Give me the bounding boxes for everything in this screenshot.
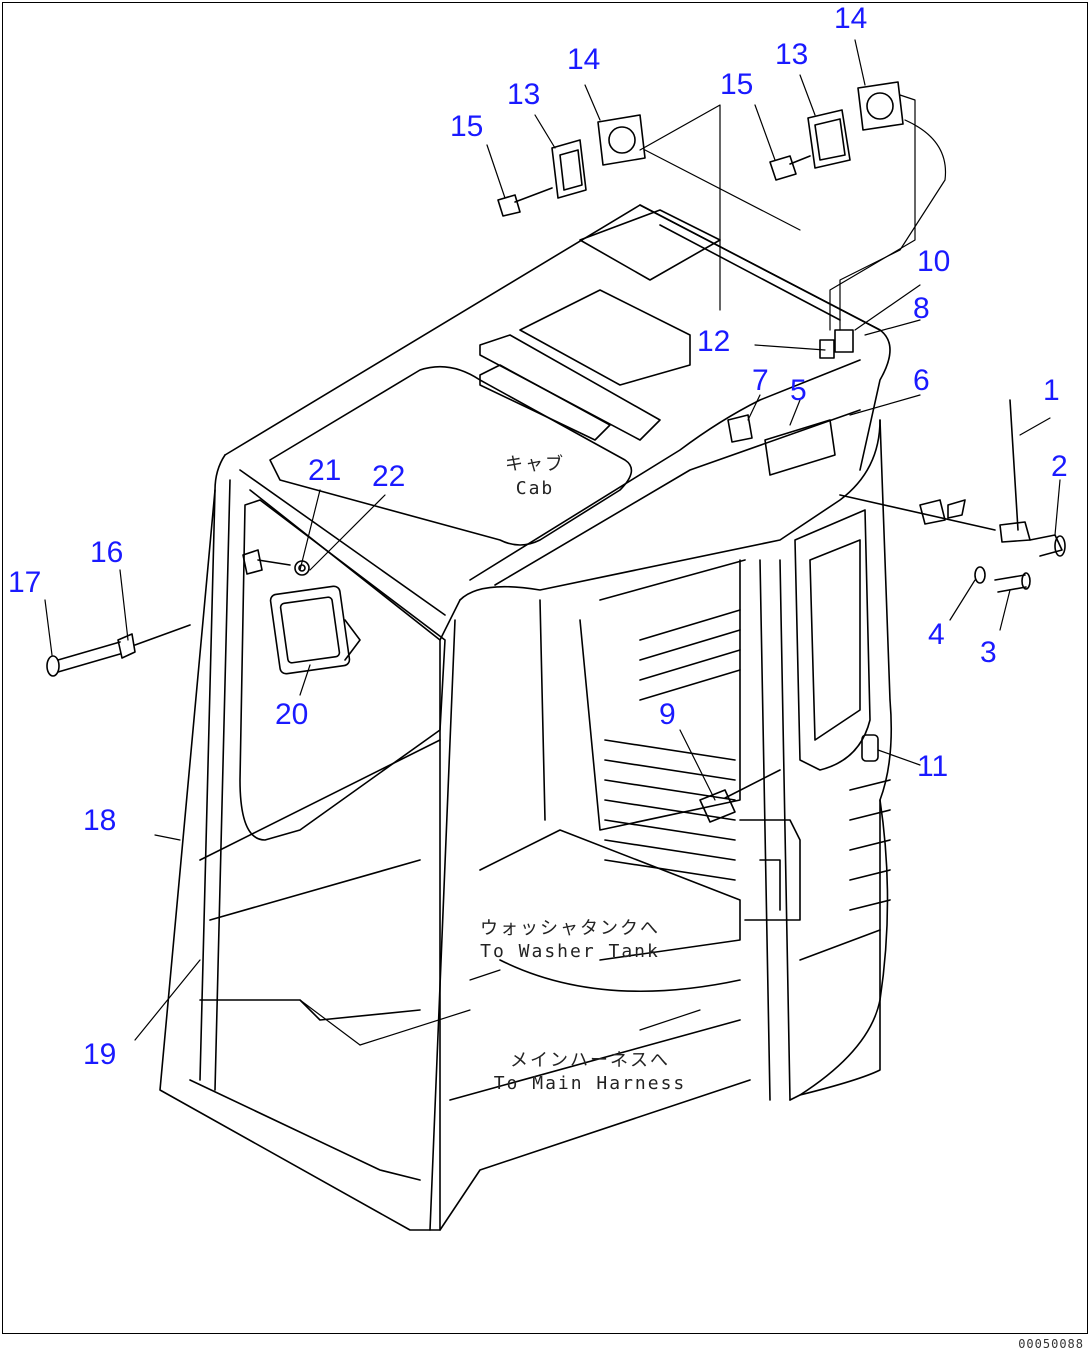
note-cab-jp: キャブ [505,454,565,475]
leader-lines [44,39,1061,1046]
part-work-lamp-20 [269,585,361,675]
callout-16: 16 [90,536,124,569]
callout-8: 8 [913,292,930,325]
part-bolt-3 [994,572,1031,593]
callout-12: 12 [697,325,731,358]
part-bracket [839,494,996,531]
callout-1: 1 [1043,374,1060,407]
callout-14-right: 14 [834,2,868,35]
callout-21: 21 [308,454,342,487]
part-clip-16 [117,624,191,659]
cab-body [159,204,893,1231]
callout-15-right: 15 [720,68,754,101]
part-switch-11 [861,734,879,762]
part-bolt-17 [46,641,121,677]
part-speaker-14-left [597,114,646,166]
part-washer-4 [974,566,986,584]
note-harness-jp: メインハーネスへ [510,1050,670,1071]
callout-11: 11 [917,750,949,783]
note-cab-en: Cab [515,478,555,499]
part-connector-10 [834,329,854,353]
part-plate-5 [764,419,836,476]
callout-22: 22 [372,460,406,493]
part-connector-12 [819,339,835,359]
drawing-number: 00050088 [1018,1337,1084,1351]
callout-5: 5 [790,374,807,407]
part-cover-13-right [807,109,851,169]
note-harness-en: To Main Harness [493,1073,687,1094]
part-bolt-21 [242,549,291,575]
callout-13-left: 13 [507,78,541,111]
callout-3: 3 [980,636,997,669]
note-washer-jp: ウォッシャタンクへ [480,918,660,939]
part-speaker-14-right [857,81,904,131]
callout-7: 7 [752,364,769,397]
callout-18: 18 [83,804,117,837]
callout-15-left: 15 [450,110,484,143]
part-bolt-9 [699,769,781,823]
note-washer-en: To Washer Tank [480,941,660,962]
callout-10: 10 [917,245,951,278]
callout-19: 19 [83,1038,117,1071]
part-bolt-2 [1029,534,1066,557]
part-cover-13-left [551,139,587,199]
callout-13-right: 13 [775,38,809,71]
callout-2: 2 [1051,450,1068,483]
callout-4: 4 [928,618,945,651]
callout-9: 9 [659,698,676,731]
part-antenna-1 [999,399,1031,543]
callout-14-left: 14 [567,43,601,76]
callout-20: 20 [275,698,309,731]
part-bolt-7 [727,414,753,443]
part-screw-15-left [497,187,553,217]
callout-6: 6 [913,364,930,397]
callout-17: 17 [8,566,42,599]
part-screw-15-right [769,155,811,181]
